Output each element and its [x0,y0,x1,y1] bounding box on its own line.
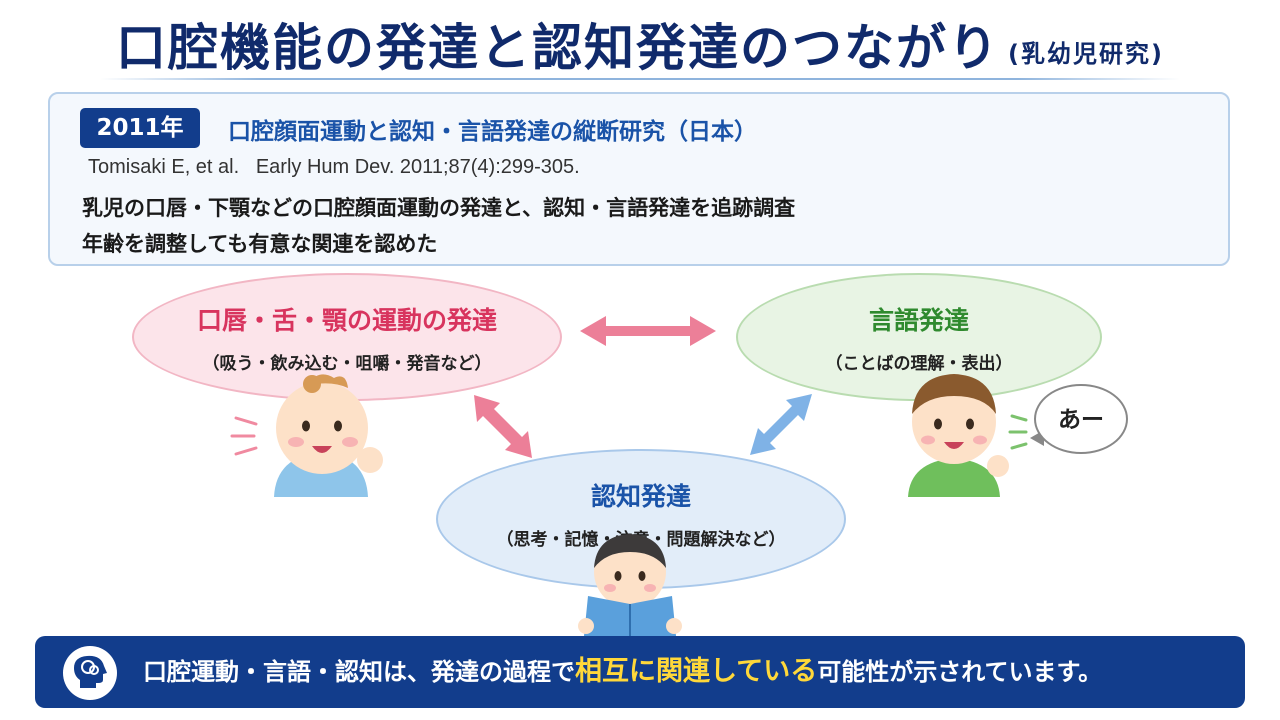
speech-bubble: あー [1034,384,1128,454]
cognition-subtitle: （思考・記憶・注意・問題解決など） [496,530,786,550]
finding-1: 乳児の口唇・下顎などの口腔顔面運動の発達と、認知・言語発達を追跡調査 [82,196,796,220]
study-citation: Tomisaki E, et al. Early Hum Dev. 2011;8… [88,156,580,178]
page-title: 口腔機能の発達と認知発達のつながり(乳幼児研究) [0,8,1280,80]
cognitive-development-ellipse: 認知発達 （思考・記憶・注意・問題解決など） [436,449,846,589]
finding-2: 年齢を調整しても有意な関連を認めた [82,232,438,256]
double-arrow-icon [474,395,532,458]
title-divider [100,78,1180,80]
title-subtitle: (乳幼児研究) [1008,40,1164,68]
motor-development-ellipse: 口唇・舌・顎の運動の発達 （吸う・飲み込む・咀嚼・発音など） [132,273,562,401]
language-title: 言語発達 [868,306,969,335]
motor-subtitle: （吸う・飲み込む・咀嚼・発音など） [202,354,492,374]
motor-title: 口唇・舌・顎の運動の発達 [196,306,497,335]
language-subtitle: （ことばの理解・表出） [825,354,1013,374]
summary-text: 口腔運動・言語・認知は、発達の過程で相互に関連している可能性が示されています。 [143,636,1102,708]
study-title: 口腔顔面運動と認知・言語発達の縦断研究（日本） [228,119,757,145]
double-arrow-icon [580,316,716,346]
double-arrow-icon [750,394,812,455]
summary-highlight: 相互に関連している [575,656,818,687]
year-badge: 2011年 [80,108,200,148]
study-info-box: 2011年 口腔顔面運動と認知・言語発達の縦断研究（日本） Tomisaki E… [48,92,1230,266]
language-development-ellipse: 言語発達 （ことばの理解・表出） [736,273,1102,401]
brain-head-icon [63,646,117,700]
summary-banner: 口腔運動・言語・認知は、発達の過程で相互に関連している可能性が示されています。 [35,636,1245,708]
summary-text-before: 口腔運動・言語・認知は、発達の過程で [143,658,575,686]
cognition-title: 認知発達 [590,482,691,511]
title-main: 口腔機能の発達と認知発達のつながり [116,19,1001,77]
summary-text-after: 可能性が示されています。 [817,658,1103,686]
